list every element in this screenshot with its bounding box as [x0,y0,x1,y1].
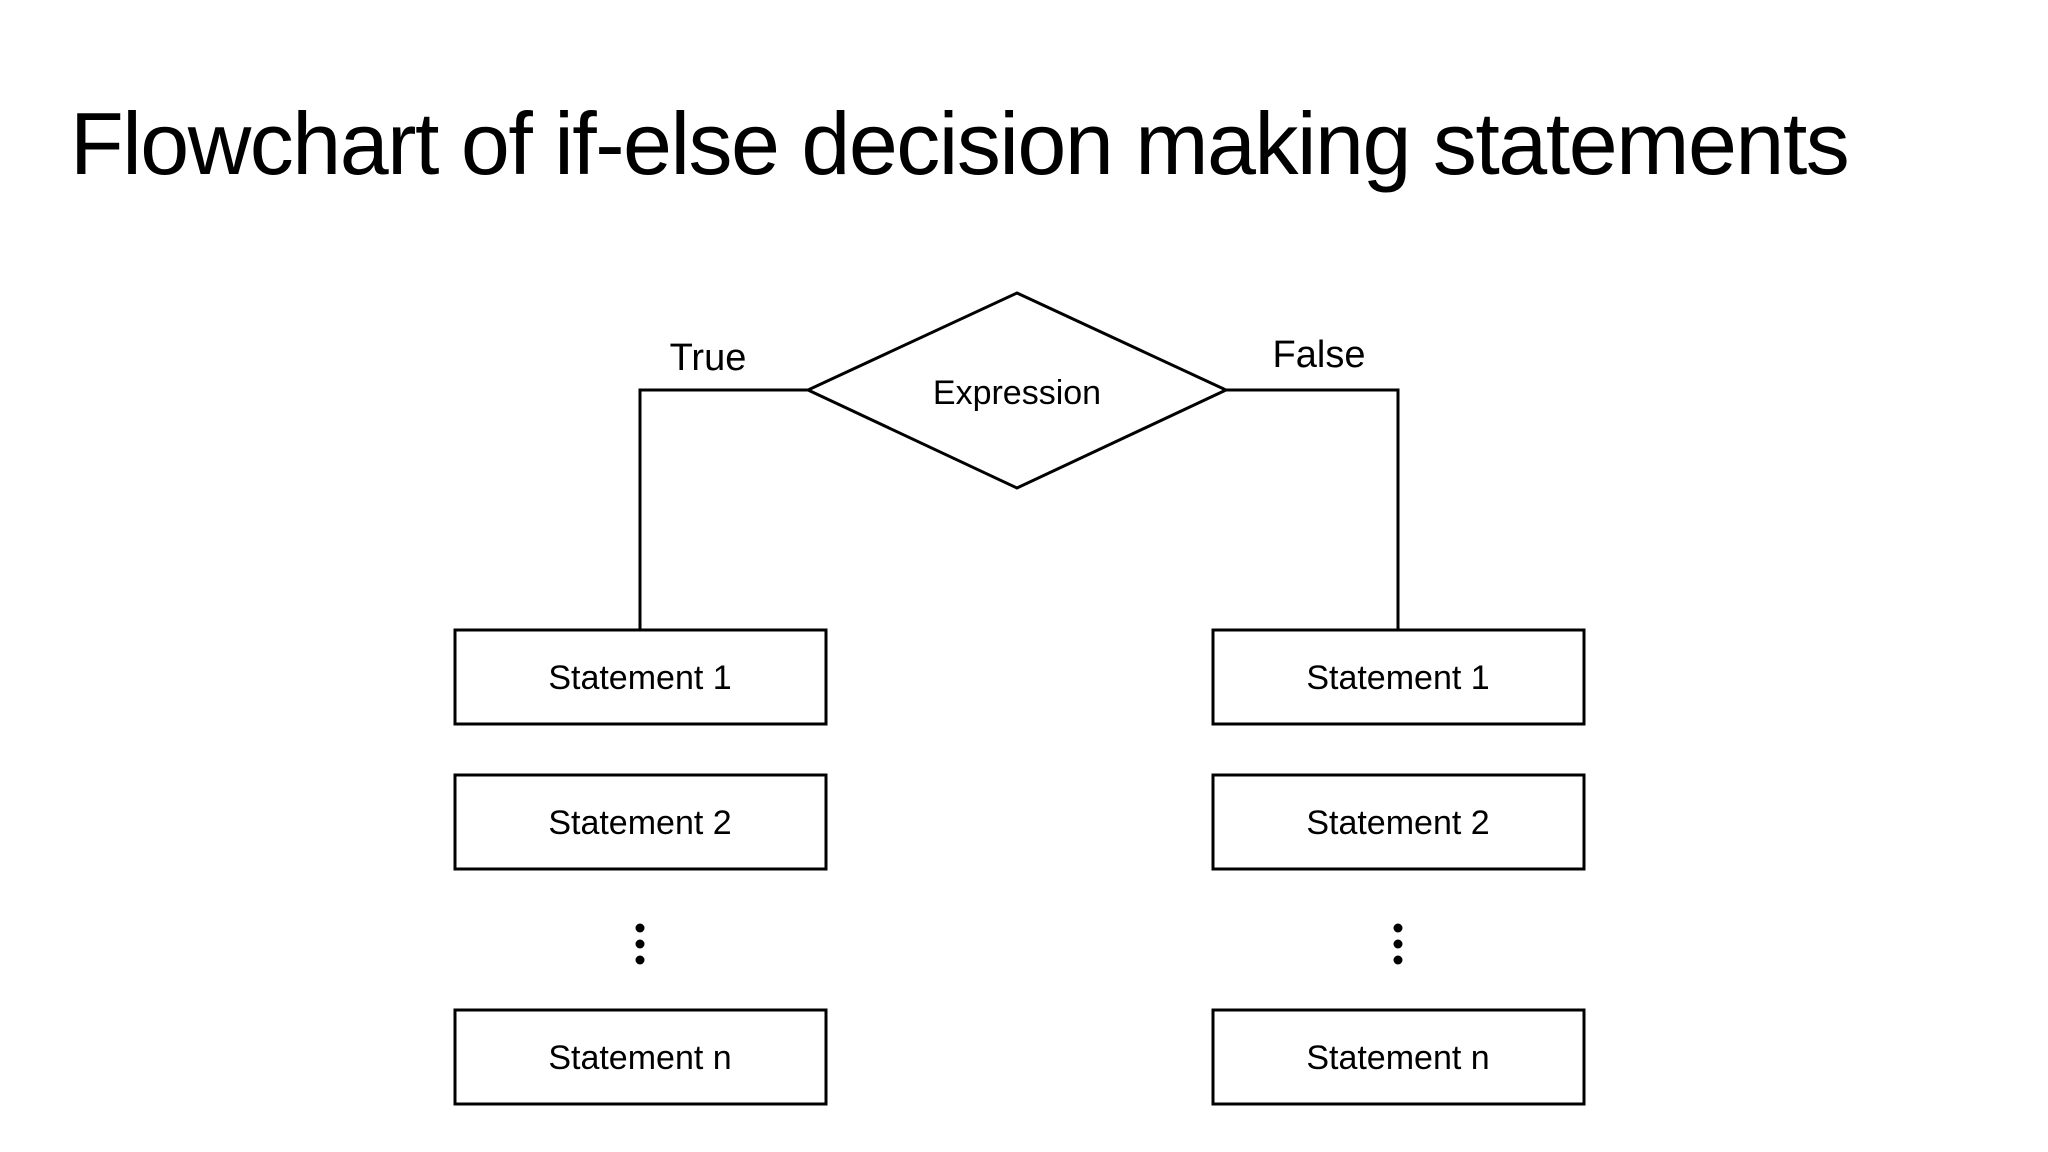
false-statement-2-box [1211,773,1586,871]
decision-diamond [804,291,1230,490]
true-ellipsis-icon [635,923,645,965]
true-statement-n-label: Statement n [548,1039,731,1077]
true-statement-2-box [453,773,828,871]
false-statement-1-label: Statement 1 [1306,659,1489,697]
decision-label: Expression [933,374,1101,412]
true-connector [638,388,808,630]
false-branch-statements: Statement 1 Statement 2 Statement n [1211,628,1586,1106]
false-statement-1-box [1211,628,1586,726]
false-statement-2-label: Statement 2 [1306,804,1489,842]
true-branch-label: True [670,337,747,379]
true-statement-n-box [453,1008,828,1106]
slide-title: Flowchart of if-else decision making sta… [70,94,1850,193]
false-connector [1226,388,1400,630]
true-statement-1-label: Statement 1 [548,659,731,697]
false-statement-n-label: Statement n [1306,1039,1489,1077]
true-statement-1-box [453,628,828,726]
false-branch-label: False [1273,334,1366,376]
false-ellipsis-icon [1393,923,1403,965]
false-statement-n-box [1211,1008,1586,1106]
true-statement-2-label: Statement 2 [548,804,731,842]
true-branch-statements: Statement 1 Statement 2 Statement n [453,628,828,1106]
